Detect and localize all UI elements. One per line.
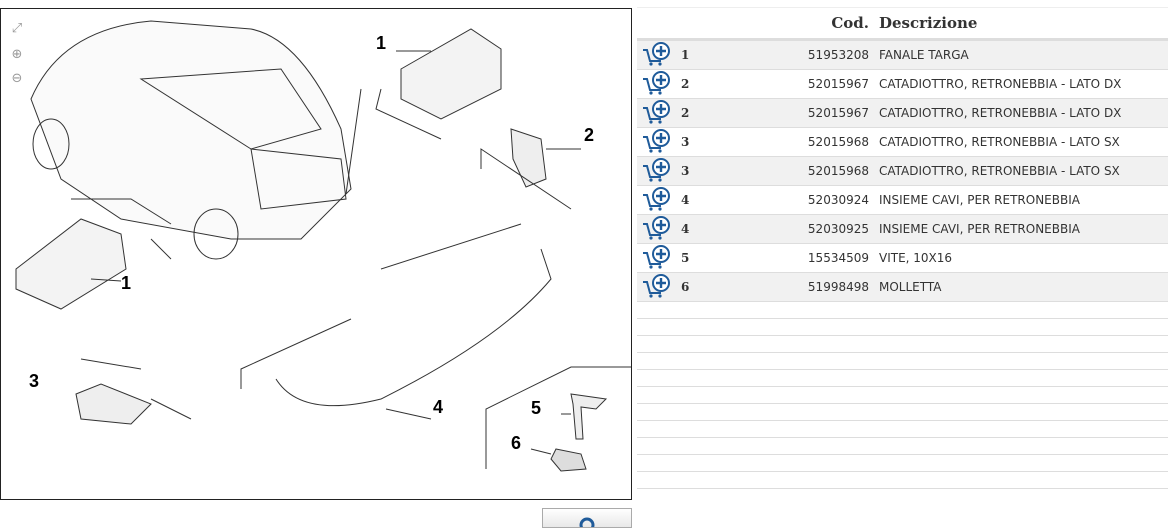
empty-row [637,302,1168,319]
ref-number: 3 [681,164,690,178]
empty-row [637,438,1168,455]
table-row: 4 52030925 INSIEME CAVI, PER RETRONEBBIA [637,215,1168,244]
add-to-cart-button[interactable] [637,157,681,185]
search-icon [579,517,595,531]
table-header: Cod. Descrizione [637,8,1168,41]
part-description: CATADIOTTRO, RETRONEBBIA - LATO SX [879,164,1120,178]
part-description: CATADIOTTRO, RETRONEBBIA - LATO SX [879,135,1120,149]
table-row: 2 52015967 CATADIOTTRO, RETRONEBBIA - LA… [637,70,1168,99]
ref-number: 6 [681,280,690,294]
add-to-cart-button[interactable] [637,128,681,156]
ref-number: 2 [681,77,690,91]
callout-6: 6 [511,433,521,453]
ref-number: 4 [681,222,690,236]
ref-number: 1 [681,48,690,62]
parts-diagram[interactable]: 1 1 2 3 4 5 6 ⤢ ⊕ ⊖ [0,8,632,500]
add-to-cart-button[interactable] [637,215,681,243]
empty-row [637,404,1168,421]
part-code: 52030924 [807,193,869,207]
callout-5: 5 [531,398,541,418]
callout-2: 2 [584,125,594,145]
ref-number: 5 [681,251,690,265]
add-to-cart-button[interactable] [637,186,681,214]
add-to-cart-button[interactable] [637,70,681,98]
cart-plus-icon [643,41,670,66]
cart-plus-icon [643,70,670,95]
table-row: 4 52030924 INSIEME CAVI, PER RETRONEBBIA [637,186,1168,215]
part-description: VITE, 10X16 [879,251,953,265]
cart-plus-icon [643,99,670,124]
cart-plus-icon [643,128,670,153]
ref-number: 2 [681,106,690,120]
part-description: FANALE TARGA [879,48,969,62]
cart-plus-icon [643,186,670,211]
table-row: 6 51998498 MOLLETTA [637,273,1168,302]
part-description: CATADIOTTRO, RETRONEBBIA - LATO DX [879,77,1122,91]
table-row: 3 52015968 CATADIOTTRO, RETRONEBBIA - LA… [637,128,1168,157]
cart-plus-icon [643,215,670,240]
header-cod: Cod. [831,14,869,32]
fit-to-screen-icon[interactable]: ⤢ [11,21,23,36]
callout-1-left: 1 [121,273,131,293]
part-code: 52015968 [807,135,869,149]
empty-row [637,370,1168,387]
callout-1-top: 1 [376,33,386,53]
part-code: 52015968 [807,164,869,178]
add-to-cart-button[interactable] [637,244,681,272]
part-code: 51953208 [807,48,869,62]
part-code: 52015967 [807,77,869,91]
part-code: 52015967 [807,106,869,120]
empty-row [637,421,1168,438]
callout-3: 3 [29,371,39,391]
add-to-cart-button[interactable] [637,99,681,127]
exploded-view-drawing: 1 1 2 3 4 5 6 [15,20,631,472]
empty-row [637,387,1168,404]
part-description: MOLLETTA [879,280,942,294]
empty-row [637,472,1168,489]
add-to-cart-button[interactable] [637,41,681,69]
table-row: 1 51953208 FANALE TARGA [637,41,1168,70]
cart-plus-icon [643,157,670,182]
zoom-in-icon[interactable]: ⊕ [11,47,23,62]
part-description: INSIEME CAVI, PER RETRONEBBIA [879,193,1080,207]
part-description: INSIEME CAVI, PER RETRONEBBIA [879,222,1080,236]
table-row: 2 52015967 CATADIOTTRO, RETRONEBBIA - LA… [637,99,1168,128]
empty-row [637,319,1168,336]
zoom-out-icon[interactable]: ⊖ [11,71,23,86]
empty-row [637,455,1168,472]
table-row: 5 15534509 VITE, 10X16 [637,244,1168,273]
part-code: 51998498 [807,280,869,294]
parts-table: Cod. Descrizione 1 51953208 FANALE TARGA… [637,0,1168,489]
cart-plus-icon [643,244,670,269]
part-code: 52030925 [807,222,869,236]
ref-number: 4 [681,193,690,207]
header-descrizione: Descrizione [879,14,978,32]
cart-plus-icon [643,273,670,298]
empty-row [637,353,1168,370]
search-button[interactable] [542,508,632,531]
add-to-cart-button[interactable] [637,273,681,301]
part-description: CATADIOTTRO, RETRONEBBIA - LATO DX [879,106,1122,120]
empty-row [637,336,1168,353]
part-code: 15534509 [807,251,869,265]
table-row: 3 52015968 CATADIOTTRO, RETRONEBBIA - LA… [637,157,1168,186]
callout-4: 4 [433,397,443,417]
ref-number: 3 [681,135,690,149]
